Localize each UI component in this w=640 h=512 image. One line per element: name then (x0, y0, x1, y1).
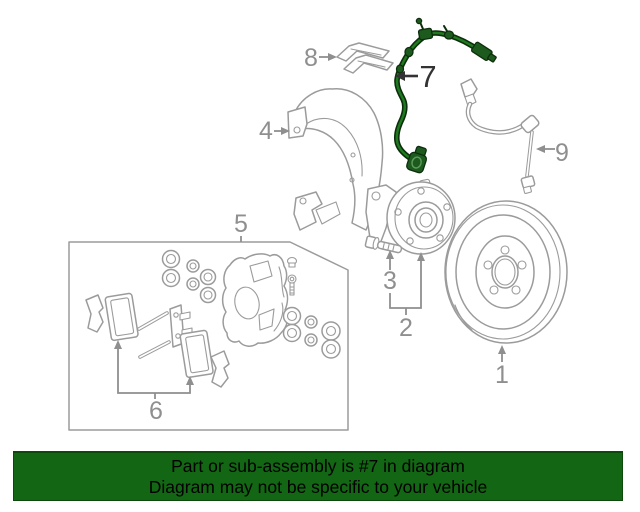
abs-sensor-harness: 7 (393, 17, 497, 174)
brake-rotor: 1 (444, 200, 568, 389)
harness-connector (471, 41, 497, 63)
callout-5: 5 (234, 210, 248, 242)
callout-3: 3 (383, 250, 397, 295)
callout-4: 4 (259, 117, 290, 145)
brake-parts-diagram: 6 5 (68, 17, 569, 431)
caliper-body (221, 253, 289, 347)
caliper-bushings-right (282, 306, 341, 359)
callout-6-label: 6 (149, 397, 163, 425)
banner-text-line2: Diagram may not be specific to your vehi… (148, 477, 488, 497)
pad-slide-pins (137, 311, 171, 359)
callout-1: 1 (495, 345, 509, 389)
brake-pad-right (179, 329, 214, 379)
highlight-banner: Part or sub-assembly is #7 in diagram Di… (13, 451, 623, 501)
callout-6: 6 (114, 340, 194, 425)
hub-bolt (364, 235, 403, 254)
callout-4-label: 4 (259, 117, 273, 145)
retainer-clips: 8 (304, 42, 394, 74)
callout-8-label: 8 (304, 44, 318, 72)
splash-shield: 4 (259, 88, 384, 231)
callout-8: 8 (304, 44, 337, 72)
brake-pad-shim-left (85, 294, 104, 333)
hub-assembly: 3 2 (364, 178, 456, 342)
brake-hose: 9 (460, 78, 569, 194)
bleeder-screw (287, 274, 297, 296)
sensor-head (406, 145, 428, 174)
hub-lug-holes (394, 187, 451, 245)
hose-fitting (520, 114, 540, 134)
callout-3-label: 3 (383, 267, 397, 295)
callout-2-label: 2 (399, 314, 413, 342)
brake-pad-left (104, 292, 139, 342)
banner-text-line1: Part or sub-assembly is #7 in diagram (171, 456, 465, 476)
shield-mount-tab-bottom (293, 191, 341, 231)
brake-pad-shim-right (210, 350, 230, 388)
shield-mount-tab-top (287, 106, 308, 139)
hose-end-fitting (520, 175, 536, 194)
callout-2: 2 (389, 252, 425, 342)
hose-top-connector (460, 78, 478, 107)
bleeder-cap (286, 256, 298, 268)
caliper-boots-left (161, 249, 217, 304)
callout-7-label: 7 (419, 59, 436, 94)
callout-5-label: 5 (234, 210, 248, 238)
caliper-kit-group: 6 5 (68, 210, 349, 431)
rotor-lug-holes (483, 245, 527, 295)
callout-7: 7 (395, 59, 437, 94)
callout-1-label: 1 (495, 361, 509, 389)
callout-9: 9 (536, 139, 569, 167)
callout-9-label: 9 (555, 139, 569, 167)
